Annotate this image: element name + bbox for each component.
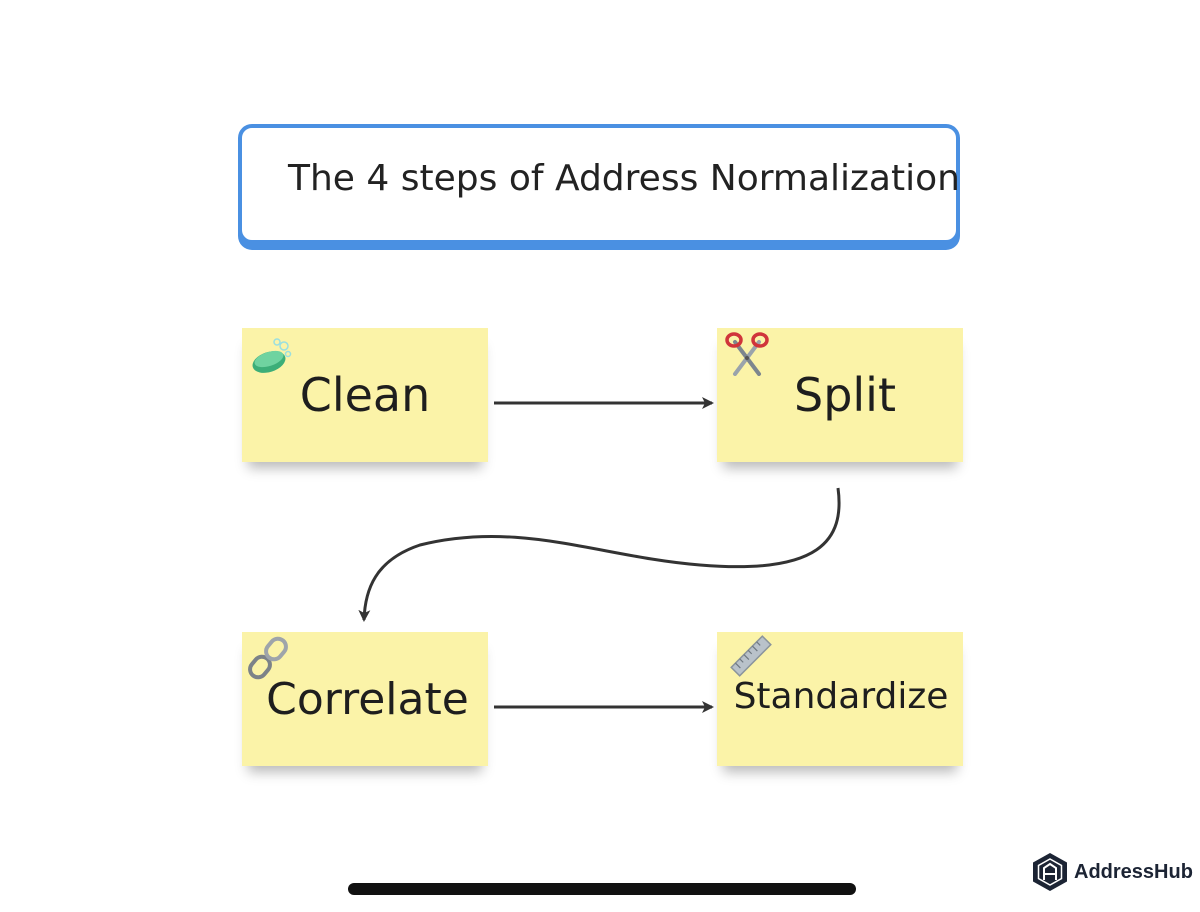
step-label-clean: Clean [299,368,431,422]
link-icon [248,636,288,680]
addresshub-logo-icon [1033,853,1067,891]
arrow-split-to-correlate [358,487,841,622]
scissors-icon [725,332,769,376]
step-note-clean: Clean [242,328,488,462]
addresshub-logo: AddressHub [1032,852,1193,892]
step-label-correlate: Correlate [266,674,469,725]
home-indicator[interactable] [348,883,856,895]
diagram-title: The 4 steps of Address Normalization [288,158,960,199]
step-label-standardize: Standardize [733,676,949,717]
step-note-standardize: Standardize [717,632,963,766]
step-note-split: Split [717,328,963,462]
step-note-correlate: Correlate [242,632,488,766]
soap-icon [252,338,292,373]
title-box: The 4 steps of Address Normalization [238,124,960,244]
step-label-split: Split [794,368,896,422]
addresshub-logo-text: AddressHub [1074,860,1193,883]
ruler-icon [730,635,772,677]
